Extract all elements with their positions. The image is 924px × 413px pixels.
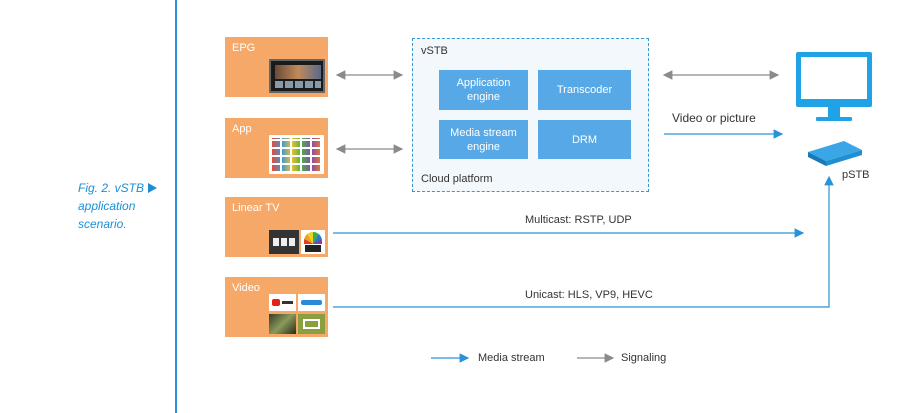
legend-media-label: Media stream: [478, 352, 545, 364]
module-transcoder: Transcoder: [538, 70, 631, 110]
channel-logos-icon: [269, 230, 325, 254]
video-logos-icon: [269, 294, 325, 334]
source-epg: EPG: [225, 37, 328, 97]
cloud-platform-label: Cloud platform: [421, 173, 493, 185]
pstb-label: pSTB: [842, 169, 870, 181]
unicast-label: Unicast: HLS, VP9, HEVC: [525, 289, 653, 301]
monitor-icon: [796, 52, 872, 121]
vstb-title: vSTB: [421, 45, 448, 57]
source-linear-tv: Linear TV: [225, 197, 328, 257]
source-label: EPG: [232, 42, 256, 54]
figure-caption: Fig. 2. vSTB application scenario.: [78, 179, 158, 233]
vstb-cloud-box: vSTB Application engine Transcoder Media…: [412, 38, 649, 192]
source-app: App: [225, 118, 328, 178]
module-drm: DRM: [538, 120, 631, 159]
source-label: App: [232, 123, 252, 135]
source-video: Video: [225, 277, 328, 337]
video-or-picture-label: Video or picture: [672, 111, 756, 125]
source-label: Video: [232, 282, 260, 294]
legend-signaling-label: Signaling: [621, 352, 667, 364]
divider-line: [175, 0, 177, 413]
caption-arrow-icon: [148, 183, 157, 193]
media-arrow-unicast: [333, 175, 834, 308]
app-grid-icon: [269, 135, 324, 174]
set-top-box-icon: [808, 141, 862, 166]
source-label: Linear TV: [232, 202, 280, 214]
multicast-label: Multicast: RSTP, UDP: [525, 214, 632, 226]
module-application-engine: Application engine: [439, 70, 528, 110]
module-media-stream-engine: Media stream engine: [439, 120, 528, 159]
epg-screen-icon: [269, 59, 325, 93]
